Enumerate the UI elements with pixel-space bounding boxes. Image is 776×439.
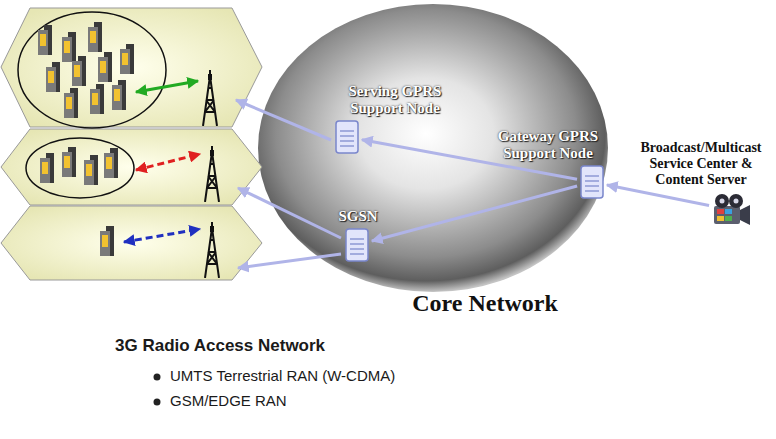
server-icon [340,145,354,146]
base-station-tower [205,146,219,202]
server-icon [340,140,354,141]
content-server: Broadcast/Multicast Service Center & Con… [712,192,752,228]
server-icon [585,175,599,176]
bullet-item: UMTS Terrestrial RAN (W-CDMA) [170,367,395,384]
mobile-phone [120,44,134,74]
base-station-tower [205,222,219,278]
mobile-phone [90,84,104,114]
media-icon [729,194,743,208]
server-icon [350,248,364,249]
radio-cells [1,8,262,280]
base-station-tower [203,70,219,278]
sgsn-server: Serving GPRS Support Node [335,120,359,154]
server-icon [336,121,358,153]
media-icon [720,199,725,204]
mobile-phone [112,80,126,110]
section-heading: 3G Radio Access Network [115,336,325,356]
node-label: Serving GPRS Support Node [330,83,460,118]
server-icon [346,229,368,261]
server-icon [340,135,354,136]
server-icon [585,190,599,191]
server-icon [350,243,364,244]
media-icon [715,194,729,208]
media-icon [717,216,724,221]
media-icon [712,192,752,228]
bullet-dot [154,399,161,406]
bullet-item: GSM/EDGE RAN [170,392,287,409]
media-icon [725,209,732,214]
media-icon [734,199,739,204]
mobile-phone [40,153,54,183]
radio-link [124,229,200,242]
data-link-arrow [607,185,709,205]
server-icon [585,185,599,186]
mobile-phone [100,226,114,256]
media-icon [740,205,750,225]
user-group [18,12,166,198]
base-station-tower [203,70,217,126]
server-icon [581,166,603,198]
node-label: Broadcast/Multicast Service Center & Con… [631,140,771,188]
server-icon [345,228,369,262]
ggsn-server: Gateway GPRS Support Node [580,165,604,199]
mobile-phone [84,155,98,185]
server-icon [335,120,359,154]
mobile-phone [62,147,76,177]
server-icon [350,238,364,239]
sgsn-server: SGSN [345,228,369,262]
node-label: SGSN [293,208,423,225]
mobile-phone [98,52,112,82]
mobile-phone [64,88,78,118]
radio-link [136,154,200,170]
cell-hexagon [1,206,262,280]
mobile-phone [104,148,118,178]
radio-link [136,81,198,92]
group-outline [18,12,166,128]
server-icon [585,180,599,181]
server-icon [580,165,604,199]
mobile-phone [88,22,102,52]
server-icon [350,253,364,254]
group-outline [26,138,134,198]
media-icon [717,209,724,214]
node-label: Gateway GPRS Support Node [483,128,613,163]
mobile-phone [38,25,52,55]
cell-hexagon [1,129,262,205]
media-icon [725,216,732,221]
bullet-dot [154,374,161,381]
mobile-phone [72,56,86,86]
server-icon [340,130,354,131]
bullet-dot [154,374,161,406]
core-network-cloud: Core Network Serving GPRS Support NodeGat… [258,0,608,318]
mobile-phone [46,62,60,92]
mobile-phone [62,32,76,62]
mobile-phone [38,22,134,256]
radio-link [124,81,200,242]
cell-hexagon [1,8,262,127]
node-label: Core Network [385,290,585,318]
media-icon [714,206,740,224]
